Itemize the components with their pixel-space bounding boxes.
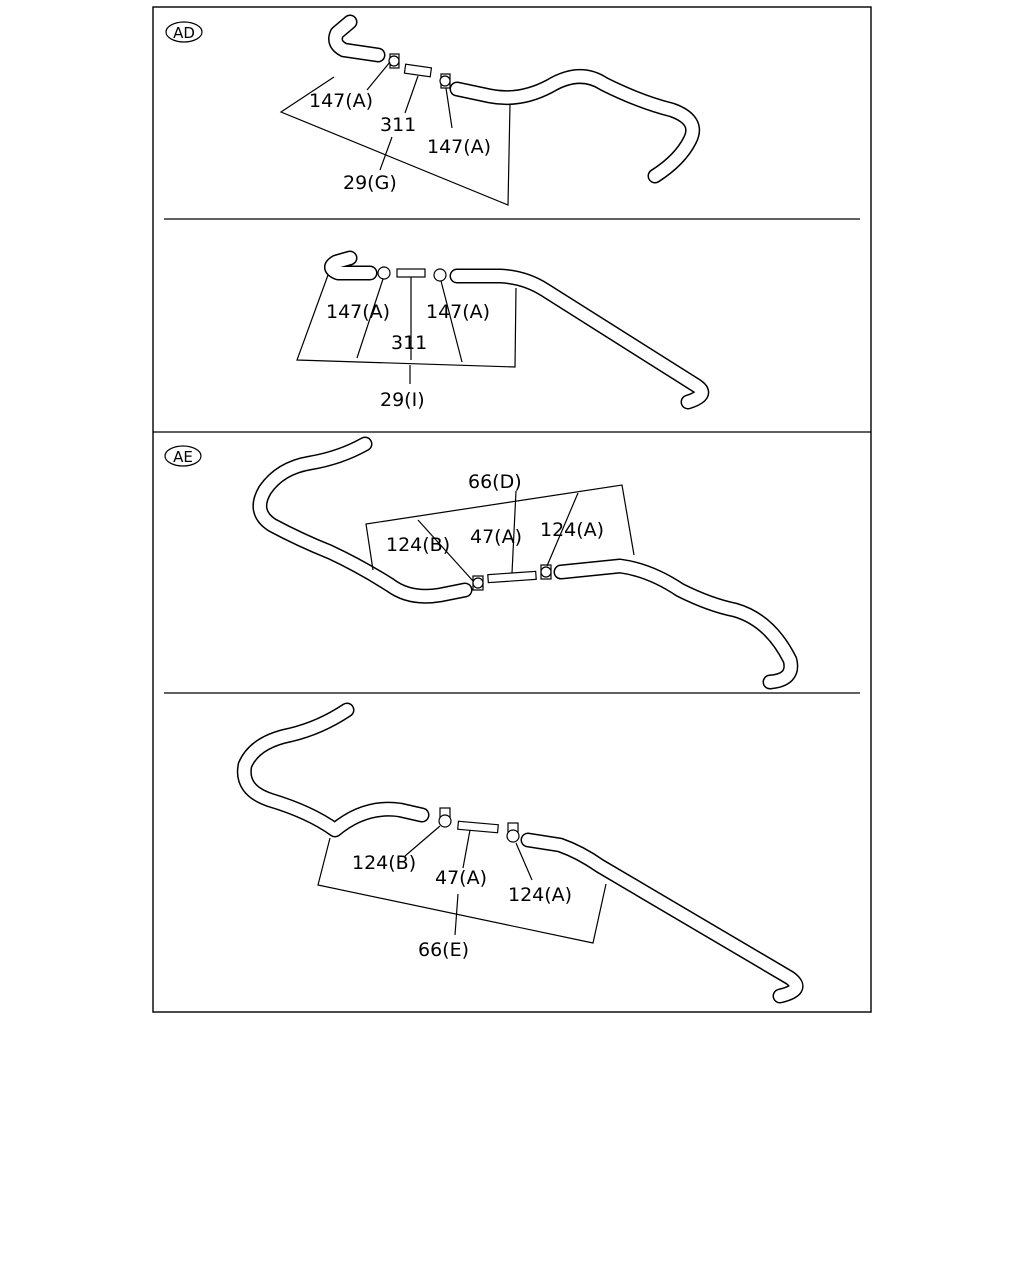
ad-upper-leader-connector <box>404 75 419 114</box>
ae-lower-clamp-right <box>506 822 520 843</box>
ae-upper-connector <box>487 570 537 584</box>
ae-upper-label-connector: 47(A) <box>470 526 522 548</box>
ae-upper-clamp-left <box>472 575 484 591</box>
ae-lower-label-hose-right: 124(A) <box>508 884 572 906</box>
ae-lower-assembly: 124(B) 47(A) 124(A) 66(E) <box>236 702 804 1004</box>
ad-upper-label-clamp-right: 147(A) <box>427 136 491 158</box>
section-ae-tag-label: AE <box>173 448 193 466</box>
ae-lower-leader-hose-right <box>515 842 533 881</box>
ae-upper-clamp-right <box>540 564 552 580</box>
ad-upper-clamp-left <box>388 53 400 69</box>
ae-lower-clamp-left <box>438 807 452 828</box>
ae-upper-leader-hose-right <box>546 492 579 567</box>
section-ad-tag-label: AD <box>173 24 195 42</box>
ad-upper-label-assembly: 29(G) <box>343 172 397 194</box>
ad-lower-clamp-right <box>433 268 447 282</box>
section-ae-tag: AE <box>164 445 202 467</box>
ad-lower-label-clamp-right: 147(A) <box>426 301 490 323</box>
ae-lower-leader-connector <box>462 829 471 869</box>
ae-upper-label-hose-left: 124(B) <box>386 534 450 556</box>
section-ae: AE <box>164 436 804 1004</box>
ae-upper-assembly: 66(D) 124(B) 47(A) 124(A) <box>252 436 799 690</box>
section-ad-tag: AD <box>165 21 203 43</box>
ad-lower-leader-clamp-right <box>440 280 463 363</box>
ad-upper-leader-clamp-right <box>445 87 453 129</box>
ad-upper-leader-clamp-left <box>366 61 391 91</box>
ad-upper-label-clamp-left: 147(A) <box>309 90 373 112</box>
ae-upper-hose-left <box>252 436 473 604</box>
section-ad: AD <box>165 14 710 411</box>
ae-lower-leader-hose-left <box>404 825 441 857</box>
ad-upper-connector <box>403 63 433 78</box>
ad-upper-label-connector: 311 <box>380 114 416 136</box>
ae-lower-label-connector: 47(A) <box>435 867 487 889</box>
ae-lower-leader-assembly <box>454 893 459 936</box>
ae-lower-bracket <box>317 837 607 944</box>
ae-upper-hose-right <box>553 558 799 690</box>
ad-upper-hose-right <box>449 69 701 184</box>
ad-lower-assembly: 147(A) 147(A) 311 29(I) <box>296 250 710 411</box>
ae-lower-hose-left <box>236 702 430 838</box>
ad-upper-hose-left <box>328 14 386 63</box>
ad-upper-bracket <box>279 76 511 206</box>
ae-lower-connector <box>457 820 499 834</box>
ad-lower-hose-left <box>324 250 378 281</box>
ad-upper-clamp-right <box>439 73 451 89</box>
ad-upper-assembly: 147(A) 311 147(A) 29(G) <box>279 14 701 206</box>
ad-upper-leader-assembly <box>379 136 393 171</box>
ad-lower-label-clamp-left: 147(A) <box>326 301 390 323</box>
diagram-frame <box>152 6 872 1013</box>
ae-lower-label-hose-left: 124(B) <box>352 852 416 874</box>
ae-upper-leader-connector <box>511 490 517 574</box>
ad-lower-bracket <box>296 274 517 368</box>
ad-lower-hose-right <box>449 268 710 410</box>
ae-upper-label-hose-right: 124(A) <box>540 519 604 541</box>
ad-lower-label-assembly: 29(I) <box>380 389 425 411</box>
ad-lower-clamp-left <box>377 266 391 280</box>
ae-upper-label-assembly: 66(D) <box>468 471 522 493</box>
ad-lower-connector <box>396 268 426 278</box>
ae-upper-leader-hose-left <box>417 519 474 582</box>
ae-lower-label-assembly: 66(E) <box>418 939 469 961</box>
ad-lower-leader-clamp-left <box>356 278 384 359</box>
ad-lower-label-connector: 311 <box>391 332 427 354</box>
ae-upper-bracket <box>365 484 635 571</box>
ae-lower-hose-right <box>520 832 804 1004</box>
